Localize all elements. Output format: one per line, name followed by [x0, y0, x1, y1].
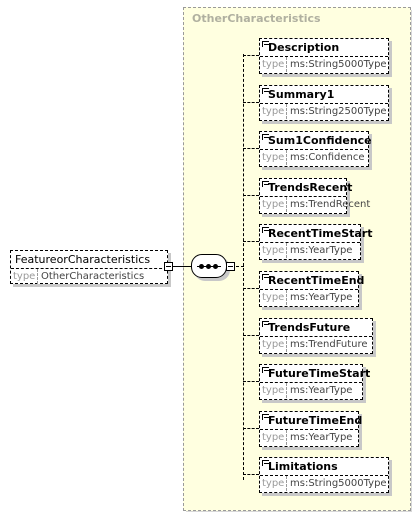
root-element[interactable]: FeatureorCharacteristics type OtherChara…	[10, 250, 168, 284]
child-element-divider	[260, 242, 360, 243]
child-element-name: Sum1Confidence	[268, 134, 372, 147]
child-type-divider	[286, 476, 287, 491]
element-icon	[262, 274, 269, 280]
child-type-value: ms:YearType	[290, 292, 353, 303]
child-type-value: ms:Confidence	[290, 152, 365, 163]
child-element-divider	[260, 196, 346, 197]
child-connector	[243, 195, 259, 196]
child-connector	[243, 148, 259, 149]
child-type-divider	[286, 290, 287, 305]
child-connector	[243, 102, 259, 103]
child-type-value: ms:TrendFuture	[290, 339, 368, 350]
child-element-divider	[260, 382, 362, 383]
sequence-dot	[206, 264, 211, 269]
child-element-trendsrecent[interactable]: TrendsRecent type ms:TrendRecent	[259, 178, 370, 214]
child-connector	[243, 55, 259, 56]
child-type-label: type	[262, 339, 285, 350]
child-connector	[243, 288, 259, 289]
child-element-futuretimeend[interactable]: FutureTimeEnd type ms:YearType	[259, 411, 363, 447]
child-type-divider	[286, 57, 287, 72]
child-element-divider	[260, 336, 372, 337]
child-element-divider	[260, 429, 358, 430]
child-element-name: RecentTimeStart	[268, 227, 373, 240]
child-type-value: ms:TrendRecent	[290, 199, 371, 210]
child-element-summary1[interactable]: Summary1 type ms:String2500Type	[259, 85, 389, 121]
child-connector	[243, 241, 259, 242]
child-type-label: type	[262, 292, 285, 303]
child-element-name: Description	[268, 41, 340, 54]
child-type-label: type	[262, 106, 285, 117]
child-element-divider	[260, 149, 368, 150]
child-type-divider	[286, 243, 287, 258]
child-type-divider	[286, 150, 287, 165]
element-icon	[262, 88, 269, 94]
child-element-name: TrendsFuture	[268, 321, 351, 334]
root-type-divider	[37, 269, 38, 284]
child-type-divider	[286, 337, 287, 352]
child-element-futuretimestart[interactable]: FutureTimeStart type ms:YearType	[259, 364, 370, 400]
child-type-divider	[286, 430, 287, 445]
connector-line	[173, 266, 191, 267]
child-element-divider	[260, 56, 388, 57]
child-type-label: type	[262, 478, 285, 489]
child-connector	[243, 335, 259, 336]
element-icon	[262, 227, 269, 233]
child-element-name: TrendsRecent	[268, 181, 353, 194]
child-type-divider	[286, 197, 287, 212]
child-element-sum1confidence[interactable]: Sum1Confidence type ms:Confidence	[259, 131, 372, 167]
child-element-recenttimestart[interactable]: RecentTimeStart type ms:YearType	[259, 224, 372, 260]
child-type-value: ms:String5000Type	[290, 59, 387, 70]
element-icon	[262, 321, 269, 327]
sequence-dot	[199, 264, 204, 269]
sequence-branch	[236, 266, 244, 267]
collapse-root-button[interactable]	[164, 262, 173, 271]
element-icon	[262, 181, 269, 187]
child-type-label: type	[262, 59, 285, 70]
child-type-label: type	[262, 432, 285, 443]
element-icon	[262, 41, 269, 47]
element-icon	[262, 460, 269, 466]
root-element-divider	[11, 268, 167, 269]
child-element-name: Limitations	[268, 460, 338, 473]
complex-type-title: OtherCharacteristics	[192, 12, 321, 25]
root-type-value: OtherCharacteristics	[41, 271, 145, 282]
child-type-divider	[286, 104, 287, 119]
sequence-dot	[213, 264, 218, 269]
child-connector	[243, 428, 259, 429]
collapse-sequence-button[interactable]	[226, 262, 235, 271]
child-element-recenttimeend[interactable]: RecentTimeEnd type ms:YearType	[259, 271, 364, 307]
sequence-trunk	[243, 54, 244, 480]
element-icon	[262, 414, 269, 420]
child-connector	[243, 381, 259, 382]
child-connector	[243, 474, 259, 475]
child-element-divider	[260, 289, 358, 290]
child-type-divider	[286, 383, 287, 398]
child-type-label: type	[262, 245, 285, 256]
element-icon	[262, 367, 269, 373]
sequence-compositor-icon[interactable]	[191, 254, 227, 278]
child-element-name: RecentTimeEnd	[268, 274, 365, 287]
child-type-value: ms:YearType	[290, 432, 353, 443]
root-type-label: type	[13, 271, 36, 282]
child-element-name: Summary1	[268, 88, 335, 101]
child-element-description[interactable]: Description type ms:String5000Type	[259, 38, 389, 74]
child-element-name: FutureTimeStart	[268, 367, 371, 380]
child-element-trendsfuture[interactable]: TrendsFuture type ms:TrendFuture	[259, 318, 373, 354]
child-type-value: ms:YearType	[290, 385, 353, 396]
root-element-name: FeatureorCharacteristics	[15, 253, 151, 266]
child-type-label: type	[262, 385, 285, 396]
child-type-value: ms:String2500Type	[290, 106, 387, 117]
element-icon	[262, 134, 269, 140]
child-type-label: type	[262, 152, 285, 163]
child-element-divider	[260, 475, 388, 476]
child-element-divider	[260, 103, 388, 104]
child-type-label: type	[262, 199, 285, 210]
child-type-value: ms:YearType	[290, 245, 353, 256]
child-type-value: ms:String5000Type	[290, 478, 387, 489]
child-element-name: FutureTimeEnd	[268, 414, 363, 427]
child-element-limitations[interactable]: Limitations type ms:String5000Type	[259, 457, 389, 493]
